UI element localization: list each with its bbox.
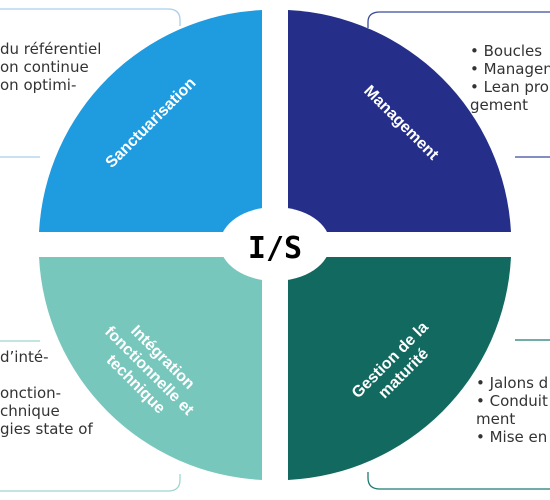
side-text-line: ment: [476, 410, 516, 428]
side-text-line: • Managen: [470, 60, 550, 78]
side-text-line: [0, 366, 93, 384]
side-text-line: gement: [470, 96, 528, 114]
side-text-line: • Lean pro: [470, 78, 549, 96]
side-text-line: • Mise en: [476, 428, 548, 446]
quadrant-sanctuarisation: [39, 10, 262, 232]
side-text-bottom-left: d’inté- onction- chnique gies state of: [0, 348, 93, 438]
side-text-line: • Jalons d: [476, 374, 549, 392]
side-text-line: on optimi-: [0, 76, 77, 94]
side-text-line: d’inté-: [0, 348, 49, 366]
side-text-line: • Conduit: [476, 392, 548, 410]
center-ellipse: [220, 207, 330, 281]
side-text-line: • Boucles: [470, 42, 543, 60]
connector-line-top-left: [0, 8, 181, 26]
side-text-line: chnique: [0, 402, 60, 420]
side-text-top-right: • Boucles • Managen • Lean pro gement: [470, 42, 550, 114]
center-label: I/S: [248, 231, 302, 266]
connector-line-bottom-right-lower: [367, 472, 550, 490]
connector-line-top-right: [367, 11, 550, 28]
side-text-top-left: du référentiel on continue on optimi-: [0, 40, 101, 94]
quadrant-management: [288, 10, 511, 232]
connector-line-bottom-left-lower: [0, 474, 181, 492]
side-text-bottom-right: • Jalons d • Conduit ment • Mise en: [476, 374, 548, 446]
side-text-line: gies state of: [0, 420, 93, 438]
side-text-line: onction-: [0, 384, 62, 402]
side-text-line: on continue: [0, 58, 89, 76]
quadrant-gestion-maturite: [288, 257, 511, 480]
side-text-line: du référentiel: [0, 40, 102, 58]
quadrant-integration: [39, 257, 262, 480]
